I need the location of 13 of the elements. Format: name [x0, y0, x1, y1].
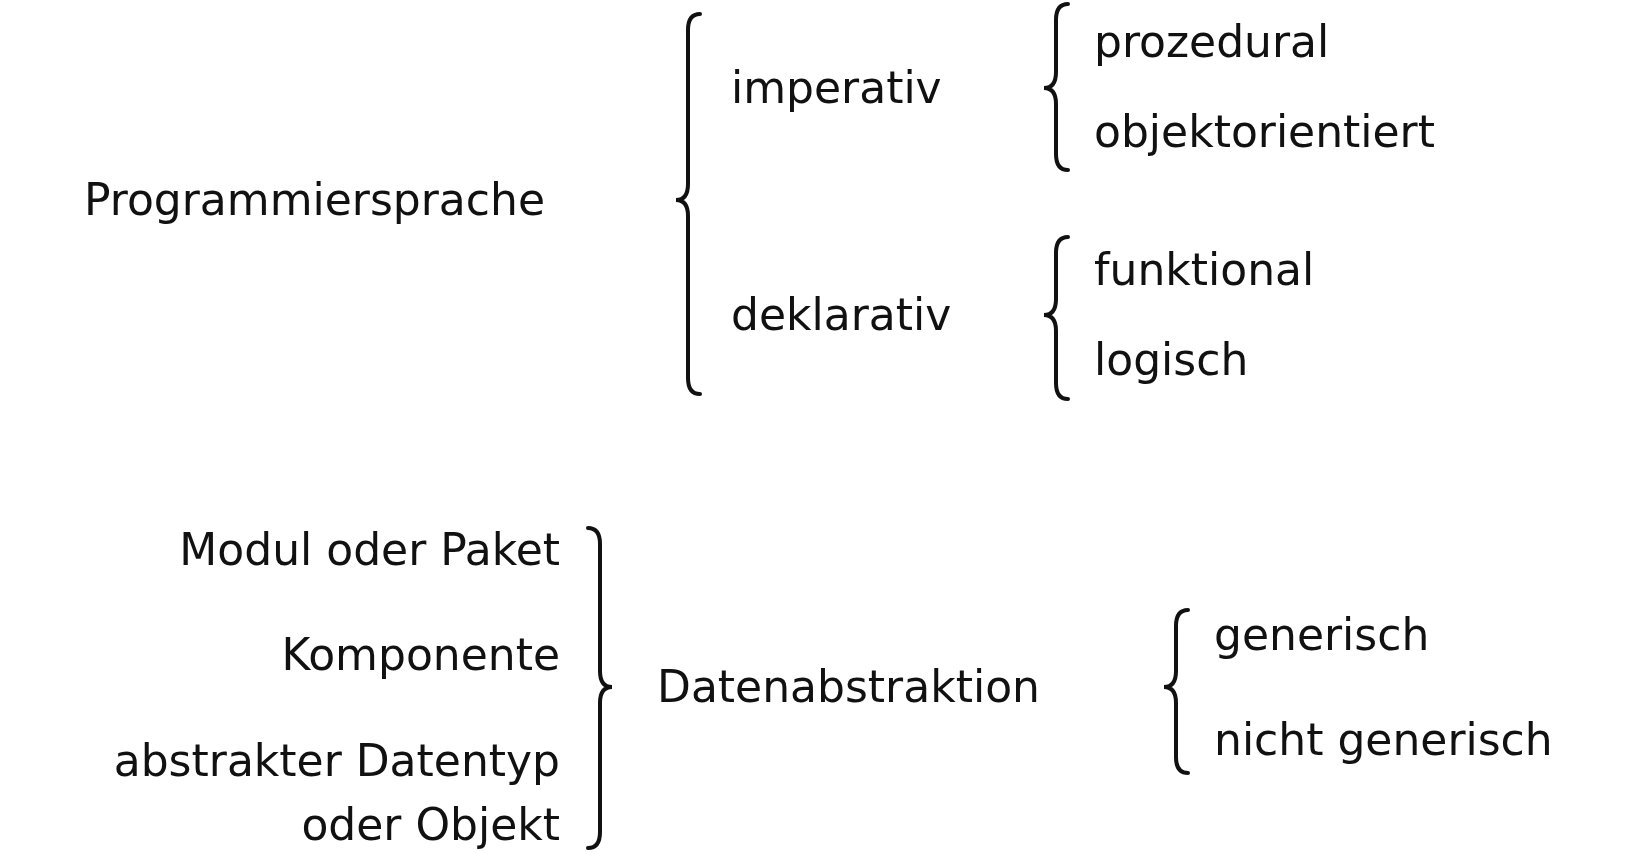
- term-label: Datenabstraktion: [657, 660, 1040, 714]
- term-label: prozedural: [1094, 15, 1330, 69]
- term-label: Komponente: [281, 628, 560, 682]
- term-label: nicht generisch: [1214, 713, 1553, 767]
- term-label: funktional: [1094, 243, 1315, 297]
- term-label: generisch: [1214, 608, 1430, 662]
- term-label: imperativ: [731, 61, 942, 115]
- term-label: Modul oder Paket: [179, 523, 560, 577]
- term-label: objektorientiert: [1094, 105, 1435, 159]
- term-label: Programmiersprache: [84, 173, 545, 227]
- term-label: logisch: [1094, 333, 1249, 387]
- term-label: deklarativ: [731, 288, 952, 342]
- term-label: abstrakter Datentyp oder Objekt: [112, 734, 560, 852]
